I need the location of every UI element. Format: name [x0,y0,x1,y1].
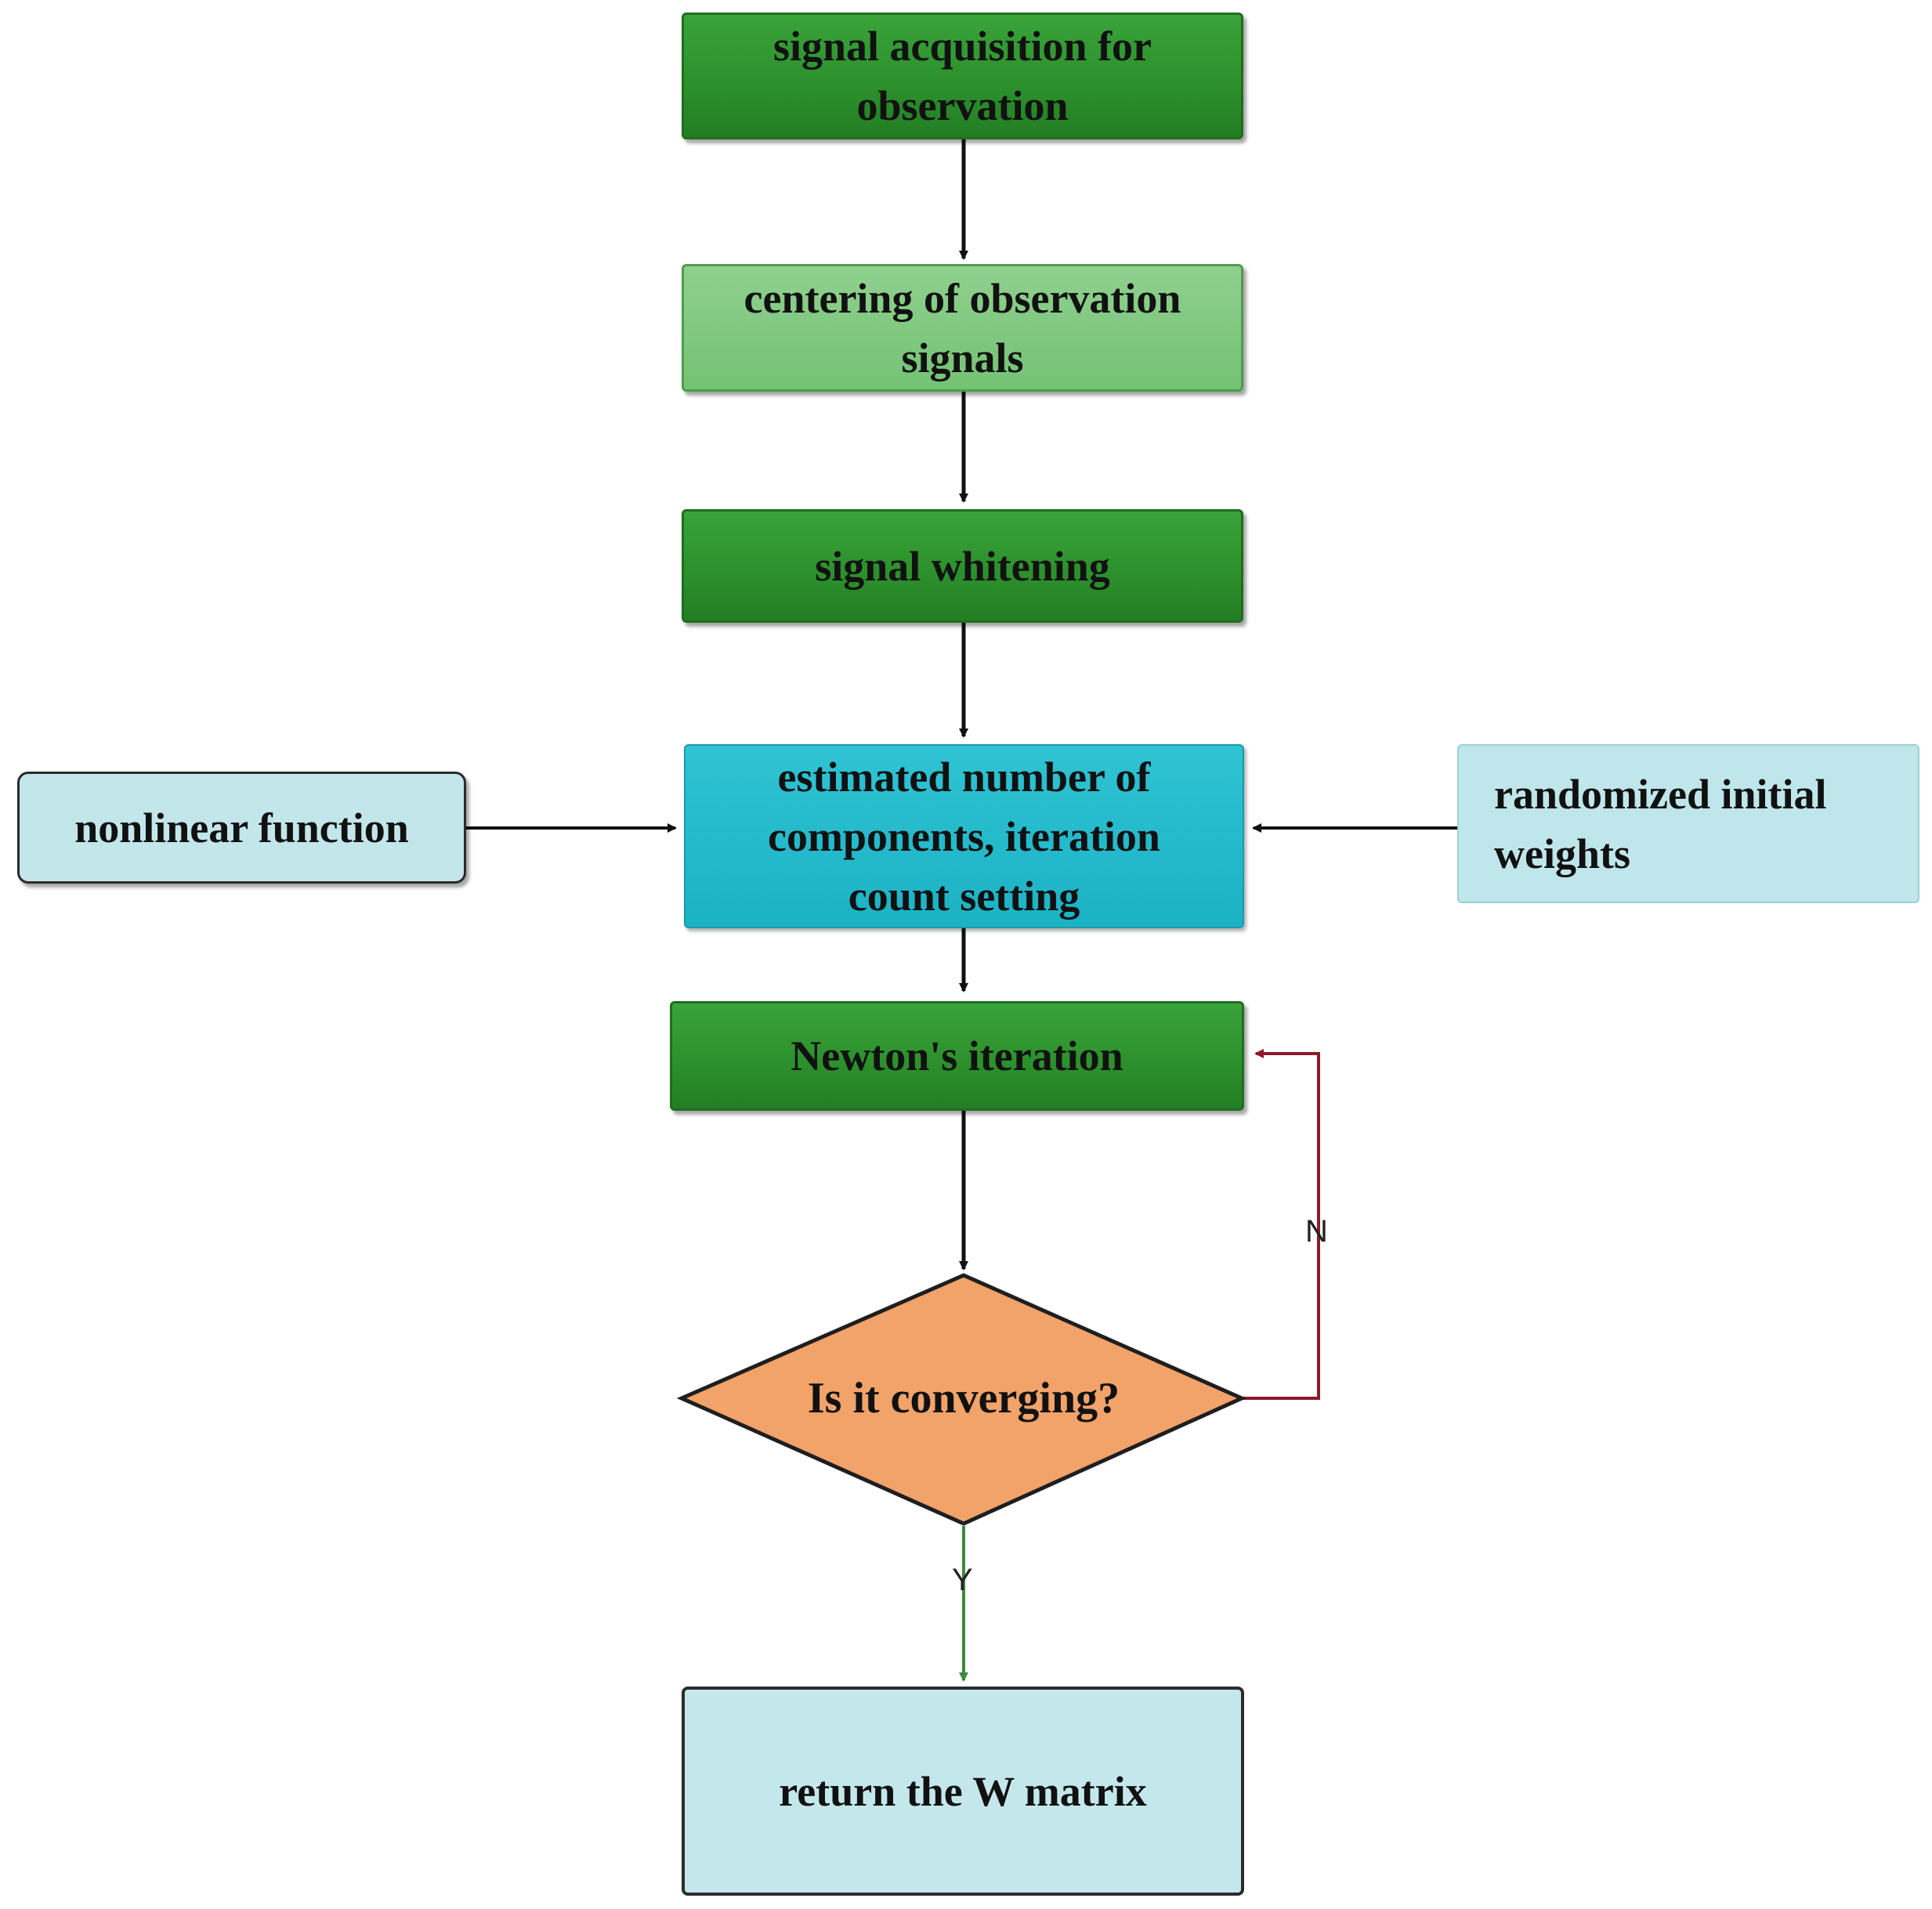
step-newton-iteration-label: Newton's iteration [791,1032,1123,1079]
step-signal-whitening-label: signal whitening [815,542,1110,590]
step-estimation-line-3: count setting [848,872,1080,920]
input-randomized-weights: randomized initial weights [1457,744,1919,903]
input-nonlinear-function-label: nonlinear function [74,804,409,851]
edge-label-yes: Y [952,1563,973,1597]
step-signal-acquisition-line-2: observation [856,82,1069,129]
step-centering-line-2: signals [901,334,1024,381]
input-randomized-weights-line-2: weights [1494,830,1630,877]
input-nonlinear-function: nonlinear function [17,772,466,884]
step-signal-acquisition: signal acquisition for observation [682,13,1243,139]
edge-label-no: N [1305,1214,1328,1249]
step-signal-acquisition-line-1: signal acquisition for [772,23,1152,70]
step-estimation-line-2: components, iteration [768,812,1160,860]
step-centering: centering of observation signals [682,264,1243,392]
decision-question: Is it converging? [807,1374,1120,1423]
step-centering-line-1: centering of observation [743,274,1181,322]
arrow-decision-no-loop [1242,1049,1320,1400]
step-signal-whitening: signal whitening [682,509,1243,623]
step-estimation-line-1: estimated number of [777,753,1151,801]
input-randomized-weights-line-1: randomized initial [1494,770,1827,818]
step-return-w-matrix: return the W matrix [682,1687,1244,1896]
step-estimation-settings: estimated number of components, iteratio… [684,744,1244,928]
decision-diamond [676,1273,1247,1526]
step-newton-iteration: Newton's iteration [670,1001,1244,1111]
step-return-w-matrix-label: return the W matrix [779,1767,1147,1815]
